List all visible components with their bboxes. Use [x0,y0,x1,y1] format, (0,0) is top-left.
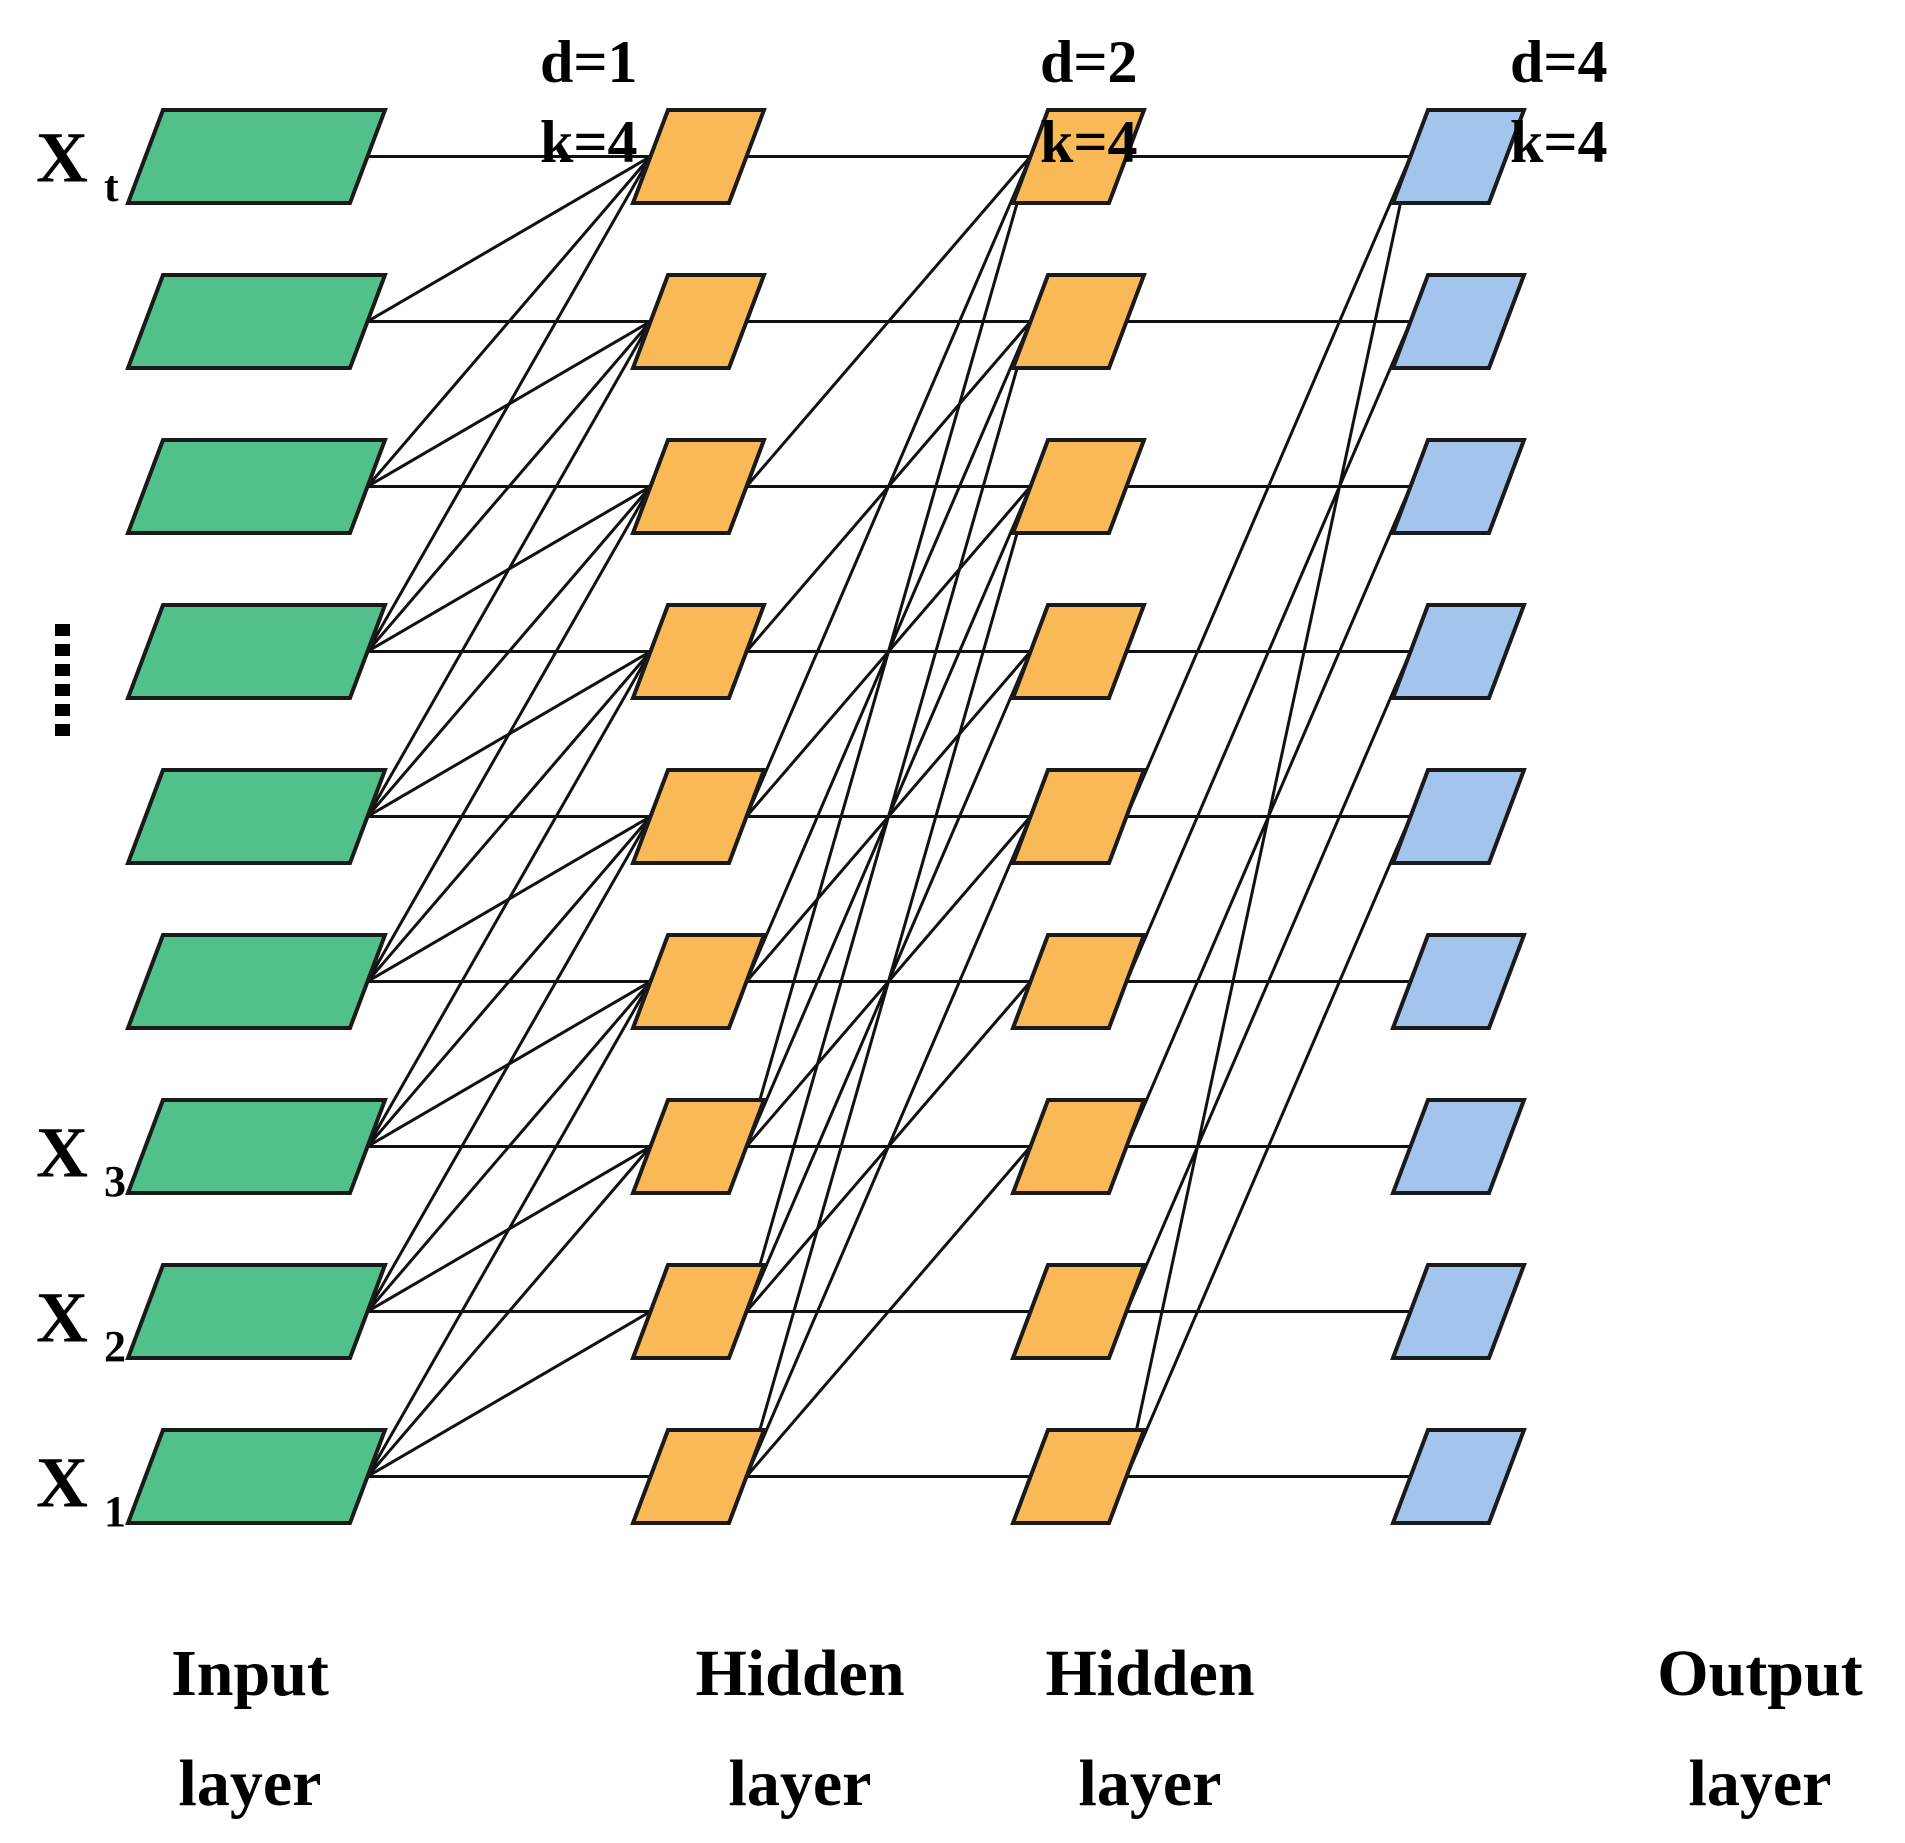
connection-line [366,1310,652,1478]
connection-line [366,155,652,653]
ellipsis-dot [55,644,70,656]
node-input[interactable] [125,108,388,205]
node-input[interactable] [125,273,388,370]
node-hidden-1[interactable] [630,1263,767,1360]
kernel-label: k=4 [540,109,638,175]
node-hidden-2[interactable] [1010,768,1147,865]
connection-line [366,815,652,1313]
node-hidden-1[interactable] [630,273,767,370]
node-output[interactable] [1390,603,1527,700]
node-hidden-2[interactable] [1010,438,1147,535]
connection-line [366,320,652,653]
svg-text:X: X [36,1443,88,1523]
svg-text:X: X [36,1278,88,1358]
ellipsis-dot [55,624,70,636]
layer-nodes [125,108,1527,1525]
node-output[interactable] [1390,1098,1527,1195]
connection-line [1125,815,1412,1478]
dilation-label: d=2 [1040,29,1138,95]
node-input[interactable] [125,1263,388,1360]
connection-line [745,815,1032,1478]
node-hidden-2[interactable] [1010,603,1147,700]
ellipsis-dot [55,724,70,736]
connection-line [745,155,1032,818]
node-hidden-1[interactable] [630,108,767,205]
layer-caption-sub-hidden-1: layer [729,1747,872,1820]
connection-line [366,1145,652,1478]
node-output[interactable] [1390,438,1527,535]
svg-text:1: 1 [104,1487,126,1536]
layer-caption-sub-output: layer [1689,1747,1832,1820]
connection-line [366,980,652,1313]
connection-line [366,815,652,1148]
layer-caption-sub-input: layer [179,1747,322,1820]
node-hidden-1[interactable] [630,603,767,700]
connection-line [366,485,652,983]
node-input[interactable] [125,438,388,535]
node-hidden-1[interactable] [630,933,767,1030]
node-hidden-1[interactable] [630,768,767,865]
layer-caption-sub-hidden-2: layer [1079,1747,1222,1820]
node-input[interactable] [125,933,388,1030]
connection-line [1125,155,1412,818]
kernel-label: k=4 [1040,109,1138,175]
layer-caption-hidden-1: Hidden [695,1637,904,1710]
connection-line [366,155,652,323]
ellipsis-dot [55,664,70,676]
svg-text:X: X [36,118,88,198]
svg-text:2: 2 [104,1322,126,1371]
connection-line [745,155,1032,488]
node-input[interactable] [125,1098,388,1195]
layer-caption-input: Input [171,1637,329,1710]
node-input[interactable] [125,768,388,865]
connection-line [366,155,652,488]
connection-line [1125,320,1412,983]
connection-line [745,486,1032,1477]
connection-line [745,1145,1032,1478]
node-input[interactable] [125,1428,388,1525]
node-output[interactable] [1390,1263,1527,1360]
node-hidden-1[interactable] [630,438,767,535]
ellipsis-dot [55,684,70,696]
ellipsis-dot [55,704,70,716]
connection-line [366,980,652,1478]
connection-line [1125,650,1412,1313]
connection-line [366,485,652,818]
node-input[interactable] [125,603,388,700]
connection-line [366,650,652,983]
node-hidden-2[interactable] [1010,108,1147,205]
connection-line [745,321,1032,1312]
dilation-label: d=4 [1510,29,1608,95]
node-hidden-2[interactable] [1010,1098,1147,1195]
svg-text:t: t [104,162,119,211]
layer-caption-hidden-2: Hidden [1045,1637,1254,1710]
svg-text:3: 3 [104,1157,126,1206]
connection-line [745,156,1032,1147]
node-output[interactable] [1390,273,1527,370]
node-output[interactable] [1390,933,1527,1030]
node-output[interactable] [1390,108,1527,205]
kernel-label: k=4 [1510,109,1608,175]
node-hidden-2[interactable] [1010,1428,1147,1525]
node-output[interactable] [1390,1428,1527,1525]
node-hidden-1[interactable] [630,1428,767,1525]
node-hidden-1[interactable] [630,1098,767,1195]
layer-caption-output: Output [1657,1637,1862,1710]
connection-edges [366,155,1412,1478]
node-hidden-2[interactable] [1010,1263,1147,1360]
node-hidden-2[interactable] [1010,273,1147,370]
dilation-label: d=1 [540,29,638,95]
connection-line [366,650,652,1148]
svg-text:X: X [36,1113,88,1193]
node-output[interactable] [1390,768,1527,865]
connection-line [1125,156,1412,1477]
connection-line [366,320,652,818]
node-hidden-2[interactable] [1010,933,1147,1030]
